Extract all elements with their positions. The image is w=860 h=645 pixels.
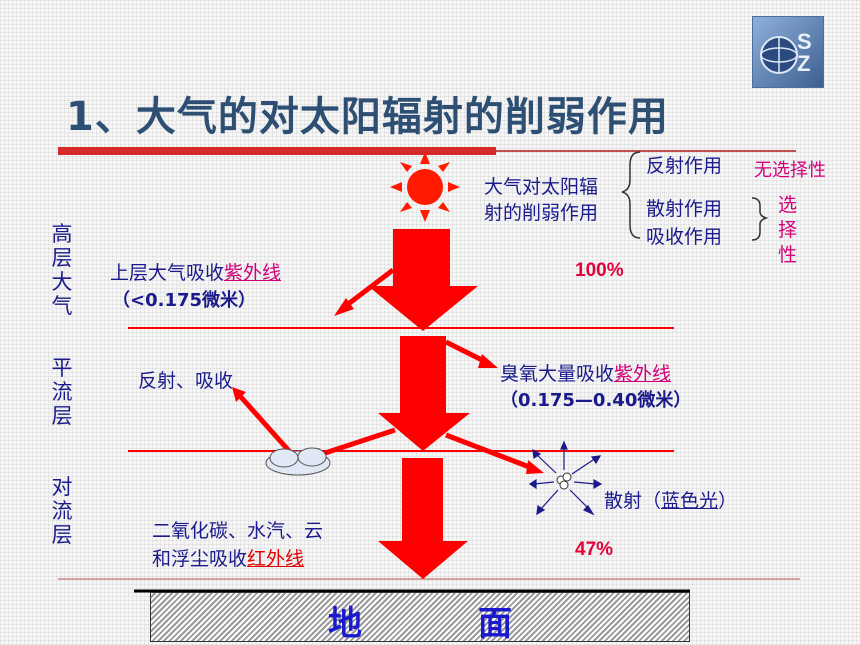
brace-selective: [751, 197, 769, 241]
arrow-upper-absorb: [334, 268, 395, 316]
ozone-prefix: 臭氧大量吸收: [500, 363, 615, 385]
title-underline-thin: [496, 150, 796, 152]
brace-main: [621, 151, 641, 239]
scatter-label: 散射（蓝色光）: [604, 486, 737, 513]
ozone-label: 臭氧大量吸收紫外线: [500, 359, 671, 386]
layer-tropo-char: 流: [51, 499, 73, 523]
co2-ir: 红外线: [247, 548, 305, 570]
scatter-prefix: 散射（: [604, 490, 662, 512]
co2-prefix: 和浮尘吸收: [152, 548, 248, 570]
ozone-range: （0.175—0.40微米）: [500, 390, 692, 411]
upper-absorb-uv: 紫外线: [224, 262, 282, 284]
reflect-absorb-label: 反射、吸收: [138, 370, 234, 392]
layer-strat-char: 层: [51, 404, 73, 428]
arrow-ozone-absorb: [444, 339, 498, 368]
globe-icon: [760, 36, 798, 74]
layer-label-stratosphere: 平 流 层: [50, 356, 74, 428]
ozone-uv: 紫外线: [614, 363, 672, 385]
arrow-reflect-up: [232, 387, 292, 454]
upper-absorb-range: （<0.175微米）: [112, 290, 257, 311]
cloud-icon: [265, 447, 331, 476]
selective-char-2: 择: [778, 219, 798, 241]
scatter-suffix: ）: [718, 490, 738, 512]
upper-absorb-prefix: 上层大气吸收: [110, 262, 225, 284]
logo-letters: SZ: [797, 29, 812, 76]
reflect-effect: 反射作用: [646, 155, 723, 177]
layer-upper-char: 气: [51, 294, 73, 318]
selective-char-1: 选: [778, 194, 798, 216]
layer-strat-char: 流: [51, 380, 73, 404]
arrow-down-2: [378, 336, 470, 451]
sun-icon: [390, 152, 460, 222]
layer-label-upper: 高 层 大 气: [50, 222, 74, 318]
scatter-particle-icon: [528, 440, 603, 516]
layer-upper-char: 大: [51, 270, 73, 294]
arrow-down-1: [368, 229, 478, 331]
ground-block: [150, 592, 690, 642]
logo: SZ: [752, 16, 824, 88]
co2-label-line1: 二氧化碳、水汽、云: [152, 520, 324, 542]
scatter-effect: 散射作用: [646, 198, 723, 220]
absorb-effect: 吸收作用: [646, 226, 723, 248]
ground-label-2: 面: [478, 604, 512, 644]
pct-top: 100%: [575, 260, 624, 281]
layer-label-troposphere: 对 流 层: [50, 475, 74, 547]
weakening-label-line2: 射的削弱作用: [484, 202, 599, 224]
layer-upper-char: 层: [51, 246, 73, 270]
pct-bottom: 47%: [575, 539, 614, 560]
upper-absorb-label: 上层大气吸收紫外线: [110, 258, 281, 285]
arrow-scatter: [445, 432, 544, 474]
page-title: 1、大气的对太阳辐射的削弱作用: [66, 94, 669, 140]
weakening-label-line1: 大气对太阳辐: [484, 176, 599, 198]
selective-label: 选 择 性: [778, 193, 800, 268]
layer-strat-char: 平: [51, 356, 73, 380]
ground-label-1: 地: [328, 604, 362, 644]
title-underline-bar: [58, 147, 496, 155]
co2-label-line2: 和浮尘吸收红外线: [152, 544, 304, 571]
arrow-down-3: [378, 458, 468, 579]
non-selective-label: 无选择性: [754, 160, 826, 181]
selective-char-3: 性: [778, 244, 798, 266]
layer-upper-char: 高: [51, 222, 73, 246]
scatter-blue: 蓝色光: [661, 490, 719, 512]
layer-tropo-char: 对: [51, 475, 73, 499]
layer-tropo-char: 层: [51, 523, 73, 547]
